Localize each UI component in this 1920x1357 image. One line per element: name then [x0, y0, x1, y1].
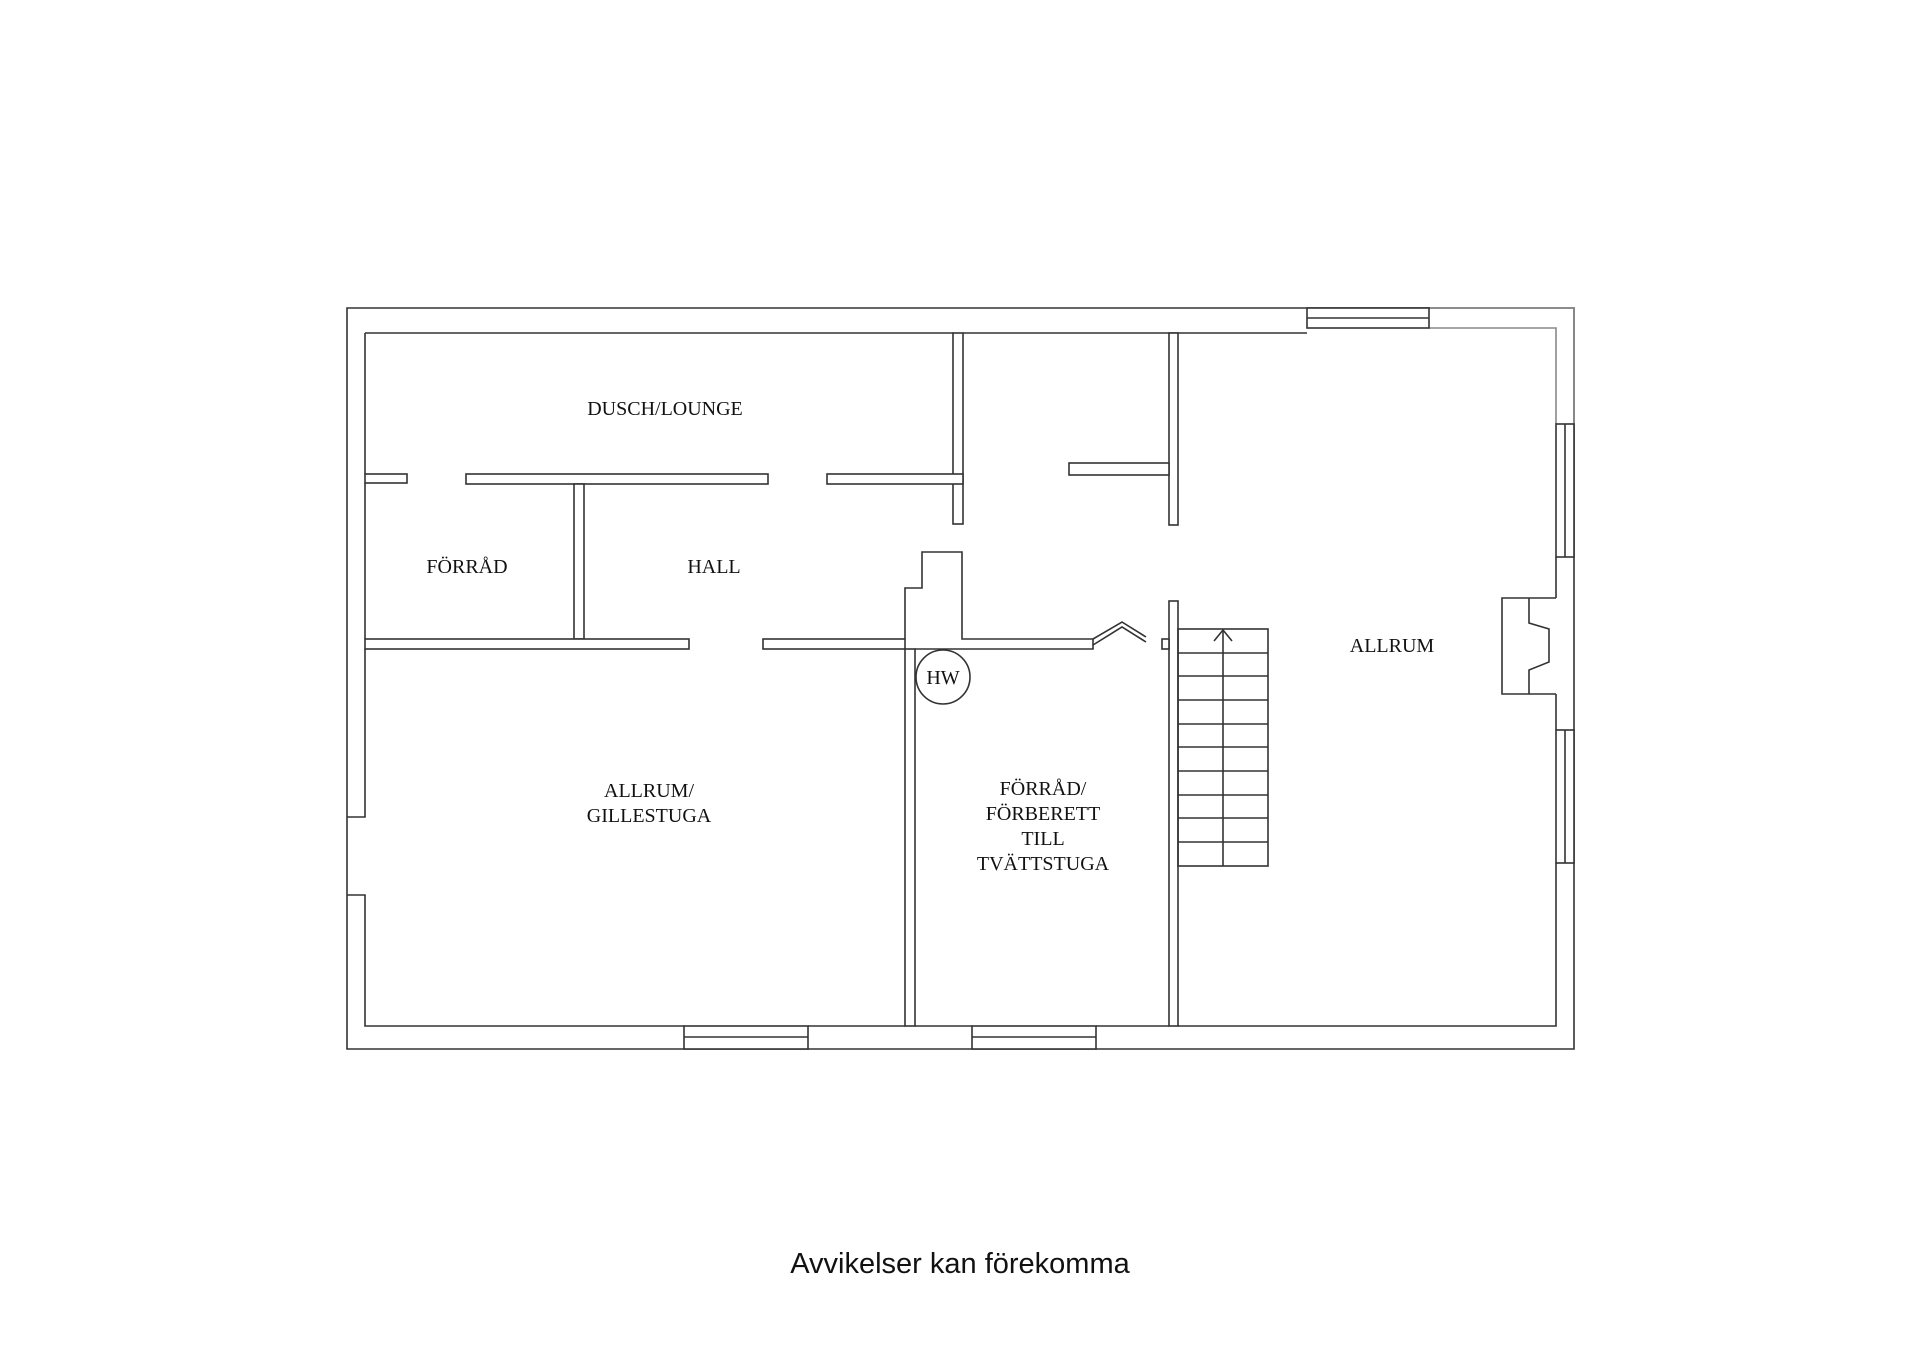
room-label-forrad-tvattstuga-4: TVÄTTSTUGA [977, 852, 1110, 875]
water-heater: HW [915, 649, 971, 705]
exterior-walls [346, 307, 1575, 1050]
room-label-hall: HALL [687, 556, 740, 578]
room-label-forrad-tvattstuga-1: FÖRRÅD/ [1000, 777, 1087, 800]
stair-direction-arrow-icon [1213, 628, 1233, 642]
bifold-door [1092, 621, 1147, 646]
staircase [1177, 628, 1269, 867]
fireplace [1501, 597, 1556, 695]
windows [683, 307, 1575, 1050]
room-label-forrad-tvattstuga-2: FÖRBERETT [986, 802, 1100, 825]
room-label-forrad-tvattstuga-3: TILL [1021, 828, 1064, 850]
water-heater-label: HW [926, 667, 959, 689]
interior-walls [364, 332, 1179, 1027]
disclaimer-text: Avvikelser kan förekomma [790, 1248, 1130, 1280]
room-label-forrad: FÖRRÅD [426, 555, 507, 578]
room-label-allrum: ALLRUM [1350, 635, 1435, 657]
room-label-dusch-lounge: DUSCH/LOUNGE [587, 398, 743, 420]
room-labels: DUSCH/LOUNGE FÖRRÅD HALL ALLRUM/ GILLEST… [426, 398, 1434, 875]
room-label-allrum-gillestuga-1: ALLRUM/ [604, 780, 694, 802]
room-label-allrum-gillestuga-2: GILLESTUGA [587, 805, 712, 827]
